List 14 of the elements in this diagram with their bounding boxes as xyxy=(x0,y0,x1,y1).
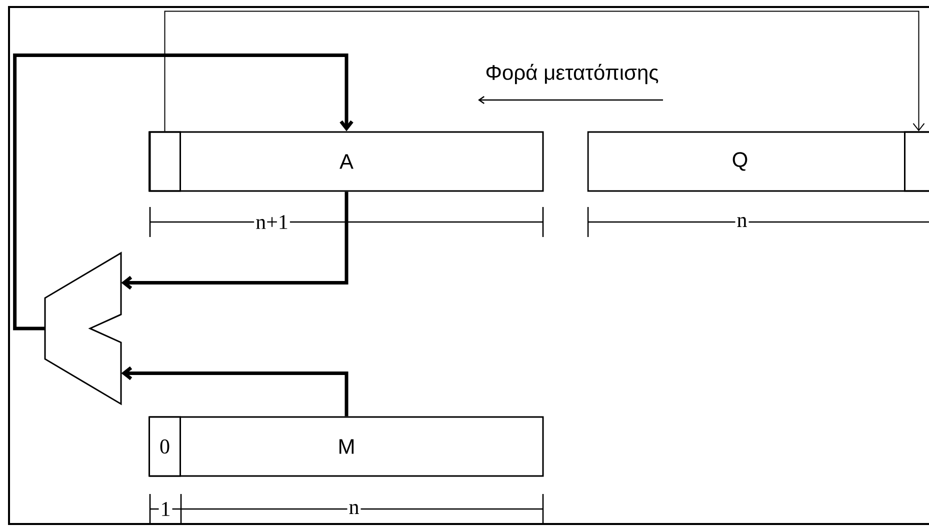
direction-label: Φορά μετατόπισης xyxy=(484,62,660,86)
arrow xyxy=(121,366,348,416)
register-box: Q xyxy=(587,131,929,192)
register-box: A xyxy=(149,131,544,192)
arrow xyxy=(164,10,925,132)
arrow xyxy=(13,54,354,330)
dimension-label: n xyxy=(735,216,749,228)
register-cell xyxy=(148,131,181,192)
register-cell: 0 xyxy=(148,416,181,477)
arrow xyxy=(121,192,348,290)
register-cell xyxy=(904,131,929,192)
dimension-label: n+1 xyxy=(254,214,290,230)
dimension-label: 1 xyxy=(158,500,172,518)
dimension-label: n xyxy=(347,502,361,516)
